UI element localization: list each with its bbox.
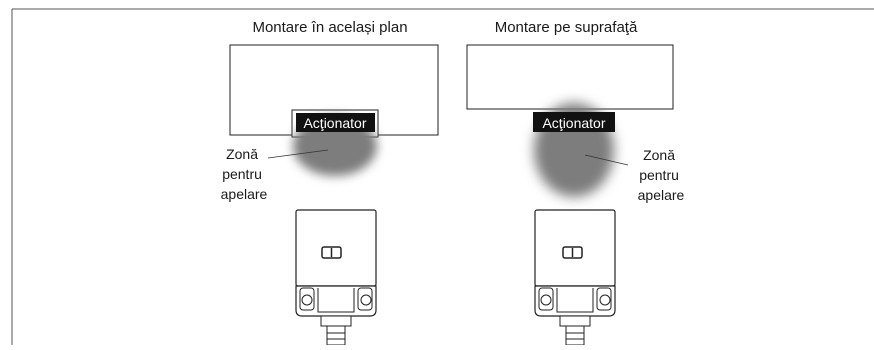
flush-zone-label: Zonă pentru apelare: [221, 146, 268, 202]
flush-connector-plug: [326, 325, 346, 346]
flush-zone-label-line2: pentru: [222, 166, 262, 182]
surface-mounting-panel: Montare pe suprafaţă Acţionator Zonă pen…: [466, 19, 685, 203]
surface-sensor: [534, 209, 616, 346]
flush-zone-label-line3: apelare: [221, 186, 268, 202]
surface-zone-label-line1: Zonă: [643, 147, 675, 163]
flush-actuator-label: Acţionator: [303, 115, 366, 131]
flush-mount-hole-left: [301, 294, 313, 306]
surface-connector-plug: [565, 325, 585, 346]
flush-connector: [320, 315, 352, 327]
surface-mount-hole-left: [540, 294, 552, 306]
flush-base-center: [317, 288, 355, 313]
flush-actuator-tag: [296, 113, 375, 132]
surface-sensor-base: [534, 285, 616, 317]
surface-zone-label-line3: apelare: [638, 187, 685, 203]
surface-actuator-tag: [533, 112, 615, 132]
surface-mount-hole-right: [599, 294, 611, 306]
surface-connector: [559, 315, 591, 327]
flush-zone-label-line1: Zonă: [226, 146, 258, 162]
surface-mounting-title: Montare pe suprafaţă: [495, 19, 638, 36]
surface-zone-label: Zonă pentru apelare: [638, 147, 685, 203]
surface-zone-label-line2: pentru: [639, 167, 679, 183]
flush-mount-hole-right: [360, 294, 372, 306]
flush-mounting-panel: Montare în același plan Acţionator Zonă …: [221, 19, 439, 202]
surface-actuator-label: Acţionator: [542, 115, 605, 131]
surface-mount-surface: [466, 44, 674, 110]
flush-sensor: [295, 209, 377, 346]
flush-zone-leader-line: [267, 149, 329, 159]
surface-zone-leader-line: [584, 154, 629, 166]
flush-mounting-title: Montare în același plan: [252, 19, 407, 36]
surface-base-center: [556, 288, 594, 313]
flush-sensor-base: [295, 285, 377, 317]
